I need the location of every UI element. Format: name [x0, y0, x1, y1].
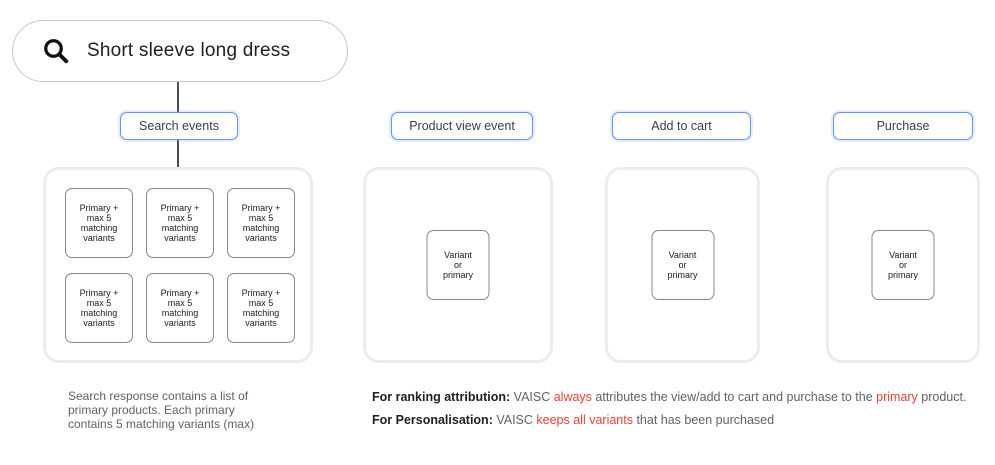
search-query: Short sleeve long dress — [87, 40, 291, 61]
add-to-cart-container: Variant or primary — [605, 167, 760, 363]
note-segment: always — [553, 390, 592, 404]
note-segment: For ranking attribution: — [372, 390, 511, 404]
product-view-container: Variant or primary — [363, 167, 553, 363]
search-icon — [41, 36, 71, 66]
ranking-attribution-line: For ranking attribution: VAISC always at… — [372, 386, 966, 409]
search-response-note: Search response contains a list of prima… — [68, 389, 255, 431]
note-segment: VAISC — [492, 413, 537, 427]
search-result-box: Primary + max 5 matching variants — [146, 188, 214, 258]
purchase-container: Variant or primary — [826, 167, 980, 363]
event-label-product-view[interactable]: Product view event — [391, 112, 533, 140]
search-result-box: Primary + max 5 matching variants — [146, 273, 214, 343]
search-result-box: Primary + max 5 matching variants — [65, 273, 133, 343]
note-segment: keeps all variants — [536, 413, 633, 427]
note-segment: For Personalisation: — [372, 413, 493, 427]
note-segment: primary — [876, 390, 918, 404]
search-result-box: Primary + max 5 matching variants — [227, 273, 295, 343]
note-segment: that has been purchased — [632, 413, 775, 427]
event-label-add-to-cart[interactable]: Add to cart — [612, 112, 751, 140]
variant-box-product-view: Variant or primary — [426, 230, 490, 300]
note-segment: product. — [917, 390, 967, 404]
event-label-purchase[interactable]: Purchase — [833, 112, 973, 140]
search-result-box: Primary + max 5 matching variants — [227, 188, 295, 258]
personalisation-line: For Personalisation: VAISC keeps all var… — [372, 409, 966, 432]
search-result-box: Primary + max 5 matching variants — [65, 188, 133, 258]
note-segment: attributes the view/add to cart and purc… — [591, 390, 877, 404]
attribution-notes: For ranking attribution: VAISC always at… — [372, 386, 966, 432]
event-label-search-events[interactable]: Search events — [120, 112, 238, 140]
variant-box-add-to-cart: Variant or primary — [651, 230, 714, 300]
search-bar[interactable]: Short sleeve long dress — [12, 20, 348, 82]
variant-box-purchase: Variant or primary — [871, 230, 935, 300]
note-segment: VAISC — [510, 390, 554, 404]
